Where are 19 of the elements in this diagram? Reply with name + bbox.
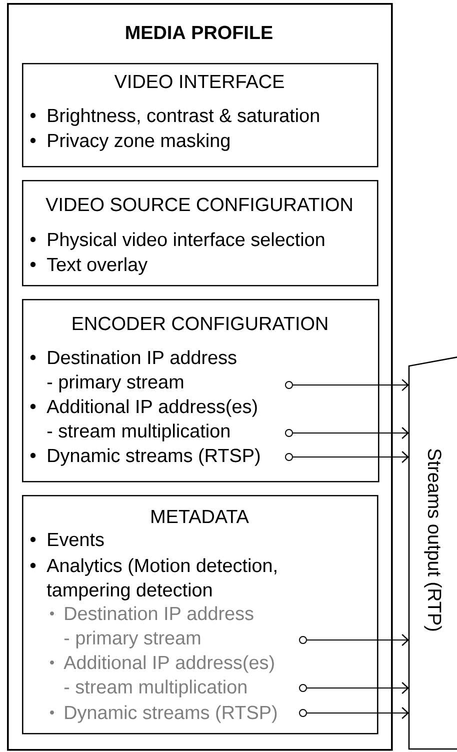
list-item: Dynamic streams (RTSP): [48, 448, 260, 466]
list-item: Additional IP address(es) - stream multiplication: [64, 655, 274, 698]
arrow: [306, 682, 409, 694]
arrow: [306, 707, 409, 719]
list-item: Destination IP address - primary stream: [64, 606, 254, 648]
arrow: [292, 379, 409, 391]
list-item: Dynamic streams (RTSP): [65, 705, 277, 723]
list-item: Brightness, contrast & saturation: [48, 108, 319, 126]
output-box: Streams output (RTP): [408, 356, 457, 750]
arrow: [292, 451, 409, 463]
list-item: Additional IP address(es) - stream multiplication: [46, 399, 257, 442]
arrow: [306, 634, 409, 646]
arrow: [292, 427, 409, 439]
list-item: Analytics (Motion detection, tampering detection: [46, 558, 276, 600]
list-item: Text overlay: [47, 257, 148, 275]
list-item: Events: [48, 532, 104, 546]
list-item: Destination IP address - primary stream: [47, 350, 236, 392]
list-item: Physical video interface selection: [48, 232, 324, 250]
list-item: Privacy zone masking: [48, 133, 230, 151]
